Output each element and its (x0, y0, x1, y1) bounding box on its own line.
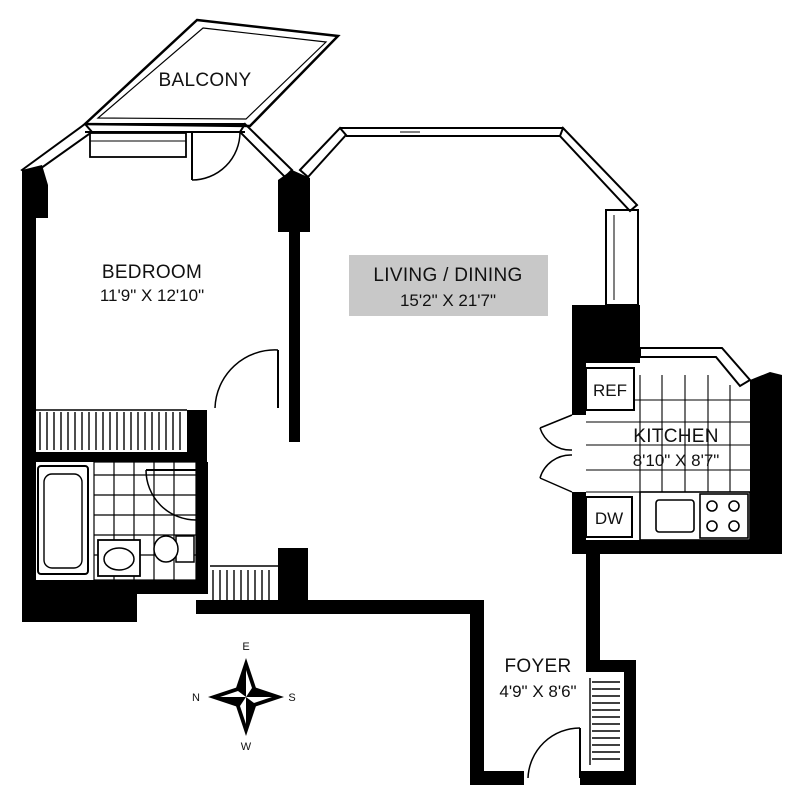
bedroom-door (214, 349, 279, 409)
kitchen-counter (639, 491, 751, 541)
bedroom-walls (22, 165, 310, 615)
living-label: LIVING / DINING (373, 265, 522, 286)
kitchen-label: KITCHEN (633, 426, 719, 447)
foyer-label: FOYER (505, 656, 572, 677)
balcony (81, 18, 341, 128)
compass-north: N (192, 692, 200, 704)
refrigerator-label: REF (593, 381, 627, 400)
south-walls (196, 548, 636, 785)
bathroom (22, 461, 208, 622)
compass-west: W (241, 741, 252, 753)
compass-east: E (242, 641, 249, 653)
living-window-wall (298, 126, 639, 306)
bedroom-closet (36, 409, 187, 450)
compass-south: S (288, 692, 295, 704)
entry-door (527, 727, 581, 779)
kitchen-walls (572, 305, 782, 554)
balcony-label: BALCONY (159, 70, 252, 91)
bedroom-label: BEDROOM (102, 262, 202, 283)
kitchen-dimensions: 8'10" X 8'7" (633, 451, 720, 470)
dishwasher (585, 496, 633, 538)
bedroom-window-wall (20, 122, 294, 179)
balcony-door (191, 131, 241, 181)
compass-rose-icon (208, 658, 284, 736)
living-label-highlight (349, 255, 548, 316)
refrigerator (585, 367, 635, 411)
bedroom-dimensions: 11'9" X 12'10" (100, 286, 204, 305)
dishwasher-label: DW (595, 509, 623, 528)
foyer-dimensions: 4'9" X 8'6" (499, 682, 576, 701)
living-dimensions: 15'2" X 21'7" (400, 291, 496, 310)
foyer-closet (589, 678, 620, 765)
kitchen-doors (539, 414, 573, 493)
hall-closet (210, 548, 308, 606)
